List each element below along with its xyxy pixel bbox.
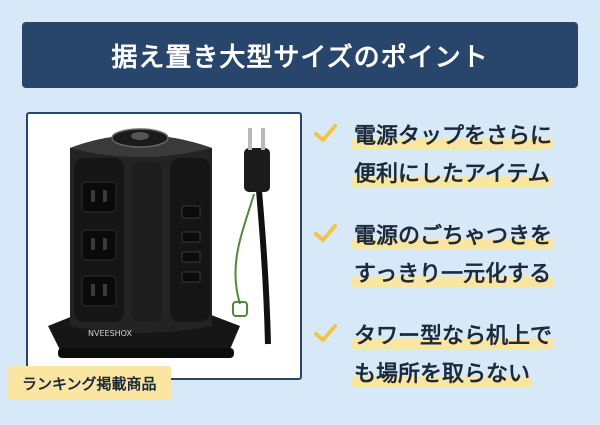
point-line: も場所を取らない xyxy=(352,362,533,387)
power-tower-image: NVEESHOX xyxy=(48,128,271,358)
point-item: 電源のごちゃつきを すっきり一元化する xyxy=(312,218,592,294)
ranking-badge: ランキング掲載商品 xyxy=(8,366,171,400)
title-banner: 据え置き大型サイズのポイント xyxy=(22,22,578,88)
check-icon xyxy=(314,324,337,342)
product-photo-frame: NVEESHOX xyxy=(26,112,302,380)
point-line: すっきり一元化する xyxy=(352,262,554,287)
point-line: 電源のごちゃつきを xyxy=(352,224,555,249)
point-item: 電源タップをさらに 便利にしたアイテム xyxy=(312,118,592,194)
check-icon xyxy=(314,224,337,242)
point-item: タワー型なら机上で も場所を取らない xyxy=(312,318,592,394)
point-line: 電源タップをさらに xyxy=(352,124,555,149)
point-line: 便利にしたアイテム xyxy=(352,162,552,187)
brand-label: NVEESHOX xyxy=(88,329,132,338)
page-title: 据え置き大型サイズのポイント xyxy=(111,42,489,73)
point-line: タワー型なら机上で xyxy=(352,324,555,349)
check-icon xyxy=(314,124,337,142)
